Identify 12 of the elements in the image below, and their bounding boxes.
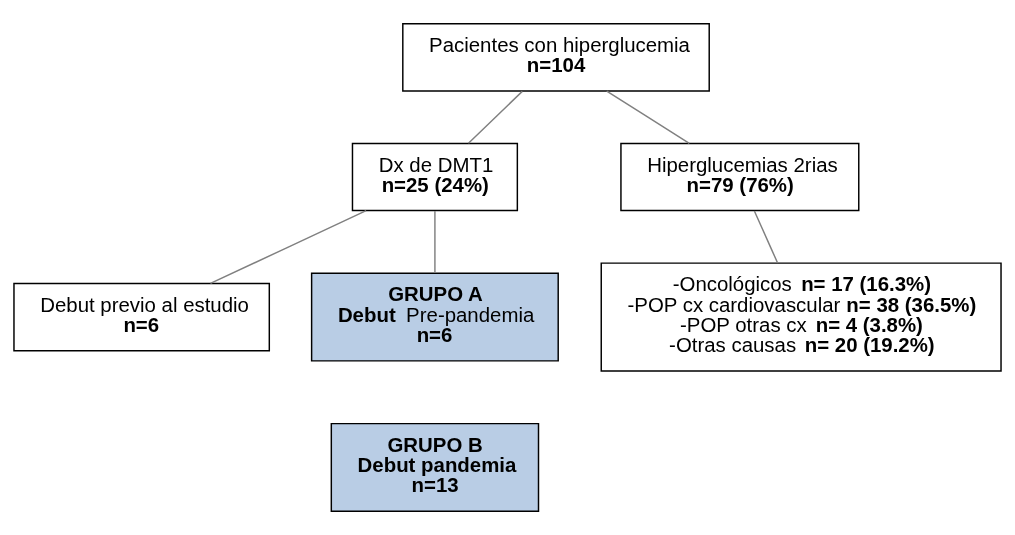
connector <box>606 90 691 145</box>
connector <box>467 90 523 144</box>
node-box: GRUPO A Debut Pre-pandemia n=6 <box>310 272 559 362</box>
connector <box>209 209 367 285</box>
connector <box>753 210 779 264</box>
node-box: Dx de DMT1 n=25 (24%) <box>351 142 519 212</box>
node-box: Debut previo al estudio n=6 <box>13 282 271 352</box>
node-box: Pacientes con hiperglucemia n=104 <box>402 23 710 92</box>
node-box: -Oncológicos n= 17 (16.3%) -POP cx cardiovascular n= 38 (36.5%) -POP otras cx n= 4 (3.8%) -Otras causas n= 20 (19.2%) <box>600 262 1002 372</box>
node-box: Hiperglucemias 2rias n=79 (76%) <box>620 142 860 212</box>
connector <box>434 210 436 274</box>
node-box: GRUPO B Debut pandemia n=13 <box>330 422 540 512</box>
